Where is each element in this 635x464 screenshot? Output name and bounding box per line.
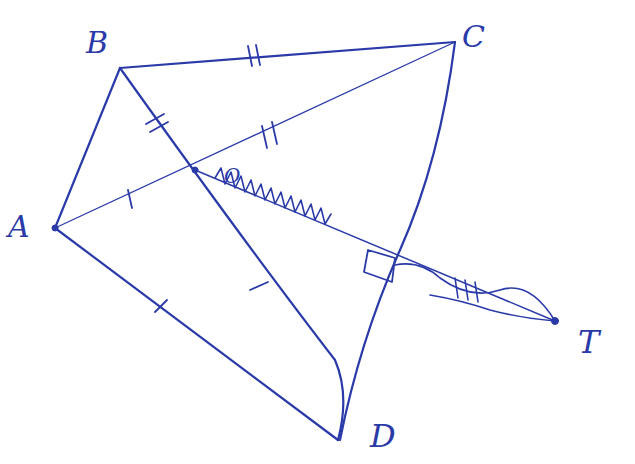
point-label: B [86,28,108,58]
tick-bo [146,114,168,132]
tick-marks [455,278,478,302]
tick-od [250,282,268,290]
point-a [52,225,58,231]
edge-ba [55,68,120,228]
point-label: A [8,212,30,242]
tick-ad [155,300,167,312]
small-box [364,250,395,282]
scribble-loop [395,264,555,321]
point-label: O [224,166,240,186]
edge-cd [340,42,455,440]
tick-bc [248,45,260,66]
edge-bc [120,42,455,68]
edge-bd [120,68,343,440]
segment-ot [195,170,555,321]
point-label: C [462,22,485,52]
point-label: D [370,420,396,452]
edge-ac [55,42,455,228]
edge-ad [55,228,338,440]
point-label: T [578,326,599,358]
tick-ao [128,190,132,208]
tick-oc [262,122,277,148]
